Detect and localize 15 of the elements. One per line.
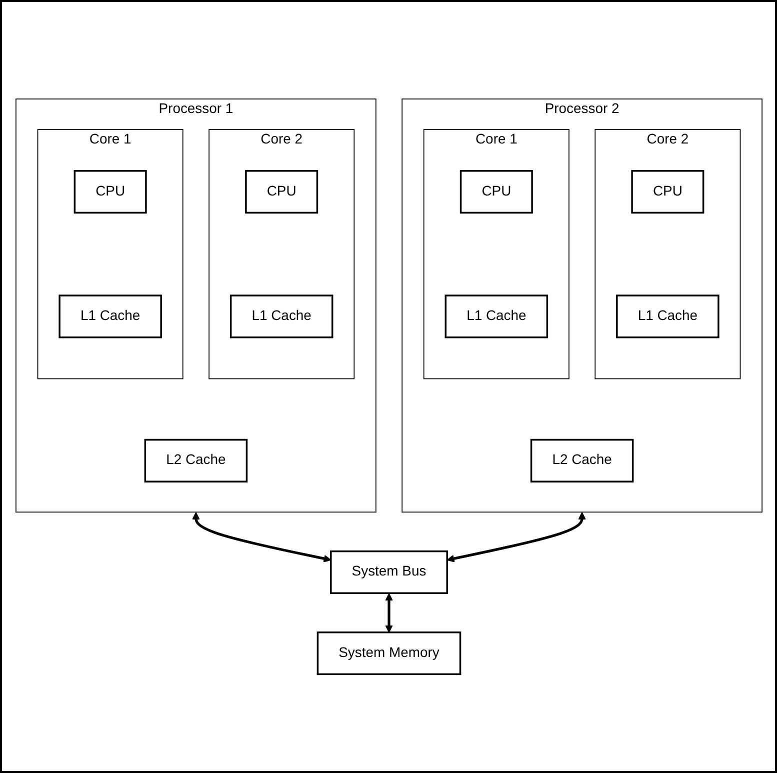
node-box: CPU — [630, 170, 704, 214]
node-box: L1 Cache — [229, 294, 333, 338]
node-box: L1 Cache — [616, 294, 719, 338]
node-box: L2 Cache — [530, 438, 634, 482]
node-box: L1 Cache — [58, 294, 162, 338]
arrow — [384, 593, 392, 633]
arrow — [446, 512, 586, 562]
node-box: CPU — [459, 170, 532, 214]
arrow — [192, 512, 331, 562]
node-box: L2 Cache — [144, 438, 248, 482]
node-box: CPU — [73, 170, 146, 214]
node-box: System Memory — [316, 631, 461, 675]
node-box: L1 Cache — [444, 294, 548, 338]
node-box: System Bus — [330, 550, 448, 594]
node-box: CPU — [244, 170, 318, 214]
